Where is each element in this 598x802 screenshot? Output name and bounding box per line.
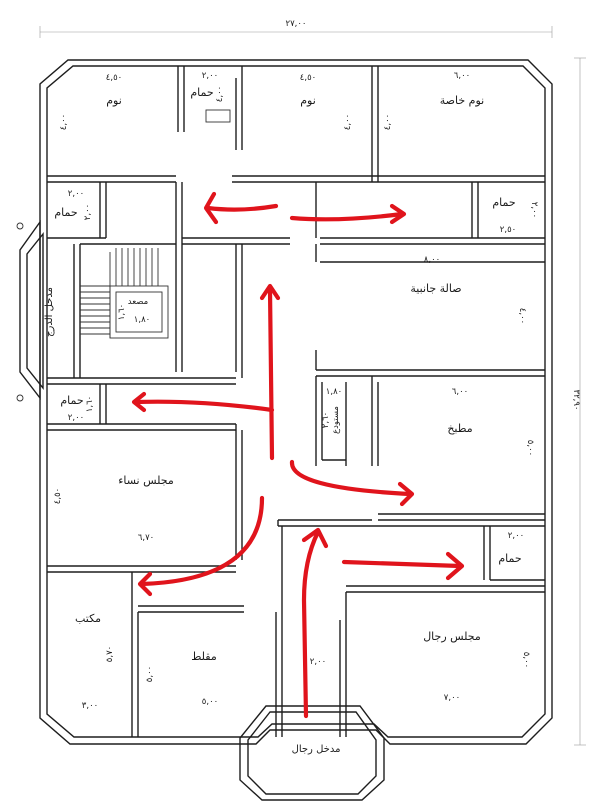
bedroom1-width: ٤,٥٠	[106, 73, 122, 83]
overall-width-dimension: ٢٧,٠٠	[39, 19, 553, 38]
living-name: صالة جانبية	[410, 282, 461, 295]
bath1-width: ٢,٠٠	[202, 71, 218, 81]
bedroom1-height: ٤,٠٠	[59, 114, 69, 130]
men-majlis-height: ٥,٠٠	[521, 652, 531, 668]
arrow-to-bath4-head	[131, 391, 147, 413]
arrow-to-bath5-head	[445, 551, 465, 581]
office-name: مكتب	[75, 612, 101, 625]
dining-height: ٥,٠٠	[145, 666, 155, 682]
room-office: مكتب ٣,٠٠ ٥,٧٠	[75, 612, 115, 711]
room-bath1: حمام ٢,٠٠ ٤,٠٠	[190, 71, 225, 102]
women-majlis-name: مجلس نساء	[118, 474, 174, 487]
overall-depth-dimension: ٣٢,٩٠	[571, 57, 586, 746]
bath4-height: ١,٦٠	[85, 396, 95, 412]
bath1-height: ٤,٠٠	[215, 86, 225, 102]
bath5-name: حمام	[498, 552, 521, 565]
kitchen-height: ٥,٠٠	[525, 440, 535, 456]
dining-name: مقلط	[191, 650, 217, 663]
women-majlis-width: ٦,٧٠	[138, 533, 154, 543]
arrow-to-bath2	[205, 203, 279, 212]
storage-width: ١,٨٠	[326, 387, 342, 397]
room-stairs-entry: مدخل الدرج	[44, 287, 55, 337]
arrow-up-corridor-head	[259, 283, 281, 301]
living-height: ٤,٠٠	[517, 308, 527, 324]
dining-width: ٥,٠٠	[202, 697, 218, 707]
room-women-majlis: مجلس نساء ٦,٧٠ ٤,٥٠	[53, 474, 174, 543]
bedroom2-name: نوم	[300, 94, 316, 107]
arrow-to-women-majlis-head	[137, 571, 153, 597]
women-majlis-height: ٤,٥٠	[53, 488, 63, 504]
room-bath2: حمام ٢,٠٠ ٢,٠٠	[54, 189, 93, 220]
room-kitchen: مطبخ ٦,٠٠ ٥,٠٠	[447, 387, 535, 456]
master-width: ٦,٠٠	[454, 71, 470, 81]
interior-walls	[47, 66, 545, 737]
arrow-to-bath3-head	[389, 203, 407, 225]
room-dining: مقلط ٥,٠٠ ٥,٠٠	[145, 650, 218, 707]
bath2-width: ٢,٠٠	[68, 189, 84, 199]
arrow-to-bath5	[341, 559, 463, 569]
overall-depth: ٣٢,٩٠	[571, 390, 581, 411]
room-bath4: حمام ٢,٠٠ ١,٦٠	[60, 394, 95, 423]
room-men-entry: مدخل رجال	[292, 744, 341, 755]
arrow-to-bath4	[133, 399, 275, 413]
bedroom2-width: ٤,٥٠	[300, 73, 316, 83]
kitchen-name: مطبخ	[447, 422, 472, 435]
elevator-name: مصعد	[128, 297, 149, 307]
room-bedroom2: نوم ٤,٥٠ ٤,٠٠	[300, 73, 353, 130]
stairs-entry-name: مدخل الدرج	[44, 287, 55, 337]
room-bedroom1: نوم ٤,٥٠ ٤,٠٠	[59, 73, 122, 130]
arrow-from-men-entry-head	[301, 527, 329, 549]
room-living: صالة جانبية ٨,٠٠ ٤,٠٠	[410, 255, 527, 324]
bath3-height: ٢,٠٠	[529, 202, 539, 218]
room-bath5: حمام ٢,٠٠	[498, 531, 524, 565]
arrow-up-corridor	[267, 287, 275, 461]
bath1-name: حمام	[190, 86, 213, 99]
master-height: ٤,٠٠	[383, 114, 393, 130]
stairs-entry-bay	[16, 219, 44, 402]
elevator-width: ١,٨٠	[134, 315, 150, 325]
room-storage: مستودع ١,٨٠ ٢,٦٠	[321, 387, 342, 434]
arrow-from-men-entry	[301, 529, 321, 719]
bath3-name: حمام	[492, 196, 515, 209]
arrow-to-kitchen	[289, 459, 413, 497]
bath3-width: ٢,٥٠	[500, 225, 516, 235]
bath2-height: ٢,٠٠	[83, 204, 93, 220]
bedroom1-name: نوم	[106, 94, 122, 107]
office-width: ٣,٠٠	[82, 701, 98, 711]
bath5-width: ٢,٠٠	[508, 531, 524, 541]
arrow-to-kitchen-head	[397, 481, 415, 507]
storage-height: ٢,٦٠	[321, 412, 331, 428]
storage-name: مستودع	[331, 406, 341, 434]
office-height: ٥,٧٠	[105, 646, 115, 662]
arrow-to-women-majlis	[139, 495, 265, 587]
kitchen-width: ٦,٠٠	[452, 387, 468, 397]
corridor-label: ٢,٠٠	[310, 657, 326, 667]
arrow-to-bath3	[289, 211, 405, 222]
arrow-to-bath2-head	[203, 191, 219, 225]
master-name: نوم خاصة	[440, 94, 484, 107]
bath4-name: حمام	[60, 394, 83, 407]
men-majlis-width: ٧,٠٠	[444, 693, 460, 703]
stair-treads	[80, 248, 159, 338]
living-width: ٨,٠٠	[424, 255, 440, 265]
room-elevator: مصعد ١,٨٠ ١,٦٠	[117, 297, 150, 325]
room-master: نوم خاصة ٦,٠٠ ٤,٠٠	[383, 71, 484, 130]
room-men-majlis: مجلس رجال ٧,٠٠ ٥,٠٠	[423, 630, 531, 703]
corridor-width: ٢,٠٠	[310, 657, 326, 667]
men-entry-bay	[239, 705, 385, 801]
overall-width: ٢٧,٠٠	[286, 19, 307, 29]
men-entry-name: مدخل رجال	[292, 744, 341, 755]
room-bath3: حمام ٢,٥٠ ٢,٠٠	[492, 196, 539, 235]
men-majlis-name: مجلس رجال	[423, 630, 481, 643]
bath4-width: ٢,٠٠	[68, 413, 84, 423]
circulation-arrows	[131, 191, 465, 719]
elevator-height: ١,٦٠	[117, 304, 127, 320]
bedroom2-height: ٤,٠٠	[343, 114, 353, 130]
bath2-name: حمام	[54, 206, 77, 219]
